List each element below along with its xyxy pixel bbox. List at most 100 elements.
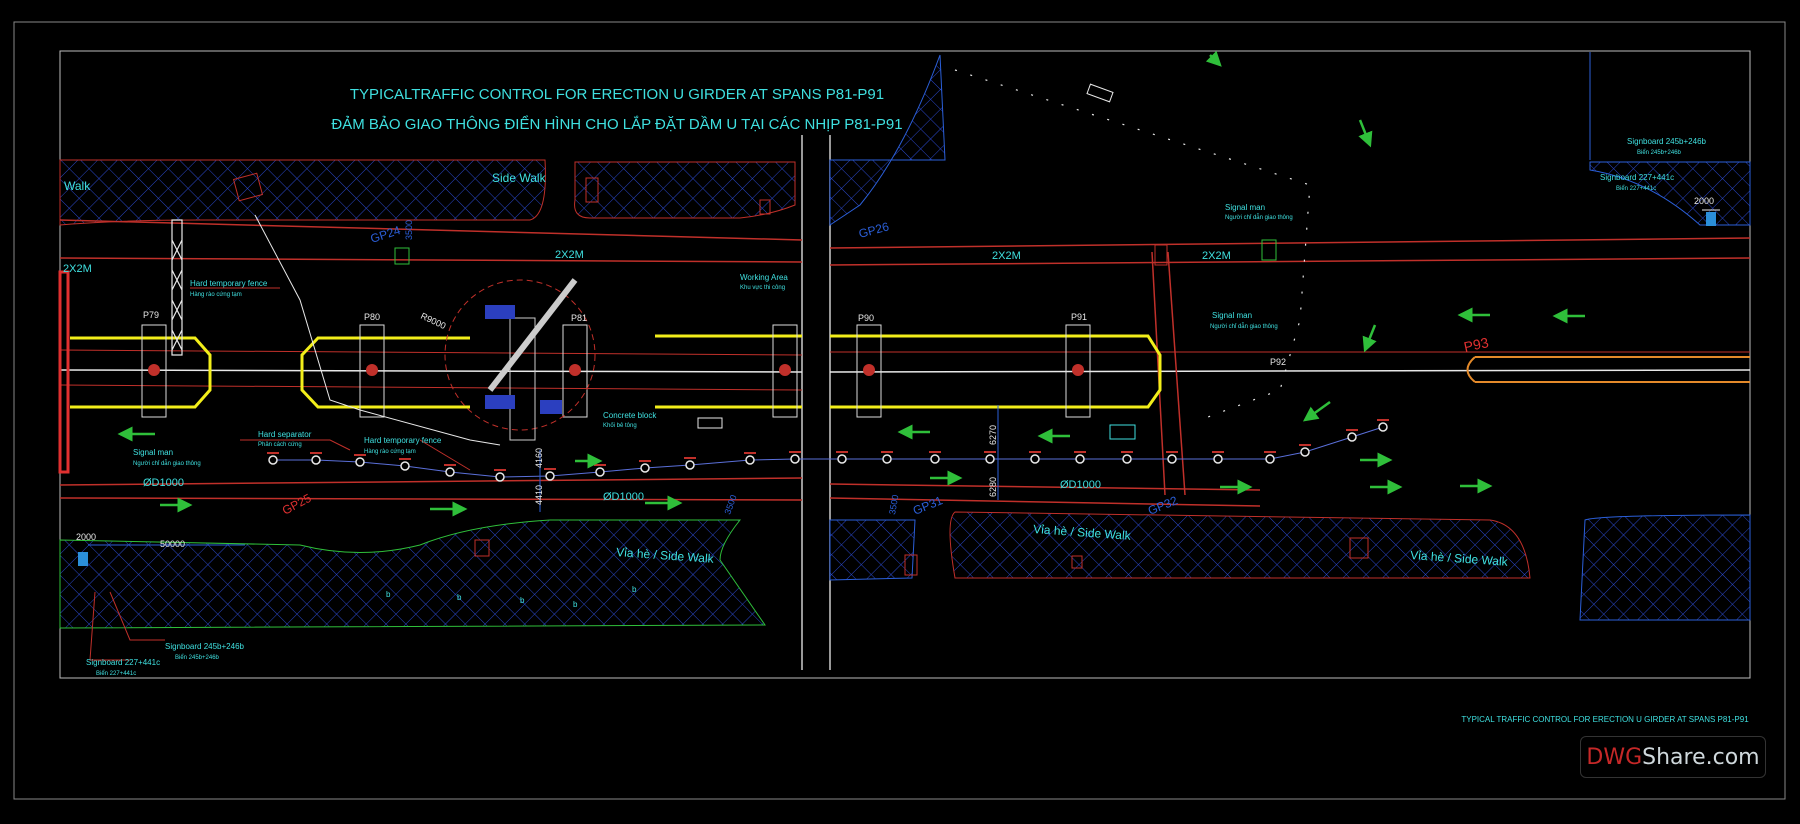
traffic-cone <box>1299 444 1311 457</box>
label-signboard-b2-vn: Biển 227+441c <box>1616 185 1656 192</box>
label-dim-6280: 6280 <box>988 477 998 497</box>
sidewalk-top-right-a <box>829 54 946 226</box>
traffic-cone <box>1029 451 1041 464</box>
leader-fence-2 <box>419 439 471 471</box>
label-concrete-block-vn: Khối bê tông <box>603 423 637 429</box>
traffic-cone <box>1377 419 1389 432</box>
sidewalk-bottom-right-a <box>829 519 916 581</box>
traffic-cone <box>544 468 556 481</box>
leader-signboard-b1 <box>109 591 165 641</box>
label-b-1: b <box>386 590 391 599</box>
label-signboard-b1-vn: Biển 227+441c <box>96 670 136 677</box>
road-edge-4 <box>829 257 1751 266</box>
label-culvert-3: 2X2M <box>992 250 1021 262</box>
sidewalk-top-mid <box>574 161 796 219</box>
sidewalk-bottom-left <box>59 519 766 629</box>
traffic-cone <box>789 451 801 464</box>
label-pipe-2: ØD1000 <box>603 491 644 503</box>
road-edge-8 <box>829 497 1261 507</box>
label-b-5: b <box>632 585 637 594</box>
delineator-left <box>254 214 501 446</box>
label-sidewalk-bm: Vỉa hè / Side Walk <box>1033 522 1132 543</box>
label-signboard-a1-vn: Biển 245b+246b <box>175 654 220 661</box>
road-edge-1 <box>59 219 803 241</box>
road-edge-6 <box>59 497 803 501</box>
traffic-cone <box>1166 451 1178 464</box>
label-gp31: GP31 <box>911 493 945 518</box>
crane <box>444 278 596 441</box>
pier-p90 <box>856 324 882 418</box>
label-pier-p81: P81 <box>571 313 587 323</box>
title-vn: ĐẢM BẢO GIAO THÔNG ĐIỂN HÌNH CHO LẮP ĐẶT… <box>331 115 902 133</box>
traffic-cone <box>836 451 848 464</box>
traffic-cone <box>744 452 756 465</box>
traffic-arrow <box>1302 400 1331 422</box>
sidewalk-top-right-b <box>1589 161 1751 226</box>
label-signboard-b1: Signboard 227+441c <box>86 658 160 667</box>
traffic-cone <box>594 464 606 477</box>
label-hard-separator-vn: Phân cách cứng <box>258 442 302 448</box>
label-pier-p79: P79 <box>143 310 159 320</box>
label-pier-p91: P91 <box>1071 312 1087 322</box>
label-pier-p92: P92 <box>1270 357 1286 367</box>
label-hard-fence-2-vn: Hàng rào cứng tạm <box>364 449 416 455</box>
label-crane-radius: R9000 <box>419 311 447 331</box>
label-sidewalk-top: Side Walk <box>492 171 547 185</box>
traffic-cone <box>984 451 996 464</box>
sidewalk-bottom-right-b <box>949 511 1531 579</box>
label-signal-man-1-vn: Người chỉ dẫn giao thông <box>133 460 201 467</box>
label-signal-man-2-vn: Người chỉ dẫn giao thông <box>1225 214 1293 221</box>
traffic-cone <box>310 452 322 465</box>
traffic-cone <box>929 451 941 464</box>
label-culvert-4: 2X2M <box>1202 250 1231 262</box>
traffic-cone <box>1264 451 1276 464</box>
pier-mid <box>772 324 798 418</box>
cross-road-2 <box>1167 251 1186 496</box>
footer-title: TYPICAL TRAFFIC CONTROL FOR ERECTION U G… <box>1461 715 1749 724</box>
traffic-cone <box>684 457 696 470</box>
label-gp24: GP24 <box>369 223 403 246</box>
label-dim-6270: 6270 <box>988 425 998 445</box>
pier-p91 <box>1065 324 1091 418</box>
label-dim-4410: 4410 <box>534 485 544 505</box>
watermark-part2: Share.com <box>1642 744 1760 770</box>
signboard-markers <box>78 83 1716 576</box>
sidewalk-top-left <box>59 159 546 226</box>
label-working-area-vn: Khu vực thi công <box>740 285 785 291</box>
label-culvert-2: 2X2M <box>555 249 584 261</box>
label-gp25: GP25 <box>280 491 314 518</box>
edge-barrier <box>58 270 70 474</box>
traffic-cone <box>639 460 651 473</box>
fence-lattice <box>171 219 183 356</box>
centerline-2 <box>59 384 803 391</box>
alignment-right <box>829 369 1751 373</box>
label-gp32: GP32 <box>1146 493 1180 518</box>
traffic-cone <box>494 469 506 482</box>
label-pier-p80: P80 <box>364 312 380 322</box>
label-dim-4160: 4160 <box>534 448 544 468</box>
label-dim-3500-3: 3500 <box>887 494 900 515</box>
traffic-arrow <box>1362 324 1377 353</box>
label-pier-p90: P90 <box>858 313 874 323</box>
label-dim-2000-r: 2000 <box>1694 196 1714 206</box>
centerline-1 <box>59 349 803 356</box>
label-signboard-b2: Signboard 227+441c <box>1600 173 1674 182</box>
label-hard-fence-2: Hard temporary fence <box>364 436 442 445</box>
traffic-cone <box>1074 451 1086 464</box>
label-signal-man-3: Signal man <box>1212 311 1252 320</box>
label-hard-separator: Hard separator <box>258 430 312 439</box>
label-sidewalk-bl: Vỉa hè / Side Walk <box>616 545 715 566</box>
delineator-top-right <box>954 69 1311 421</box>
traffic-cone <box>1212 451 1224 464</box>
label-pier-p93: P93 <box>1462 334 1490 355</box>
traffic-arrows <box>117 50 1585 517</box>
sidewalk-bottom-right-c <box>1579 514 1751 621</box>
label-dim-3500-1: 3500 <box>404 220 414 240</box>
label-hard-fence-1-vn: Hàng rào cứng tạm <box>190 292 242 298</box>
road-edge-7 <box>829 483 1261 491</box>
label-gp26: GP26 <box>857 219 891 241</box>
label-concrete-block: Concrete block <box>603 411 657 420</box>
traffic-cone <box>1346 429 1358 442</box>
traffic-cone <box>354 454 366 467</box>
